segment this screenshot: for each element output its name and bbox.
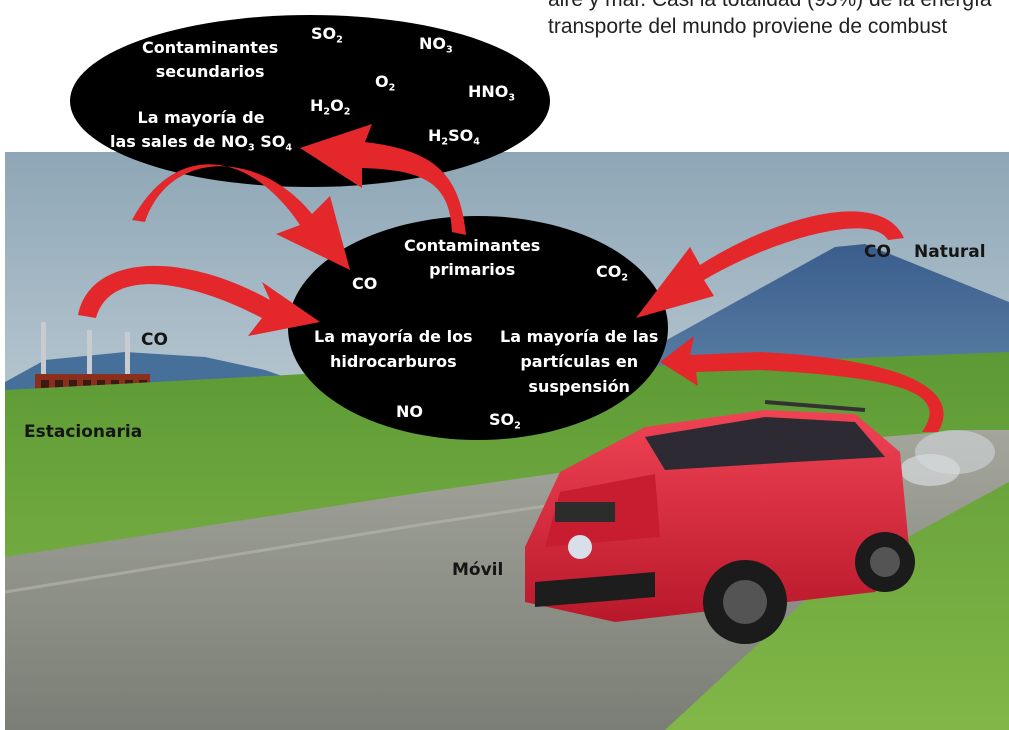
stationary-source-label: Estacionaria bbox=[24, 422, 143, 442]
primary-hydrocarbons-line-1: La mayoría de los bbox=[314, 327, 473, 346]
arrow-primary-to-secondary bbox=[300, 124, 466, 235]
primary-particles-line-3: suspensión bbox=[528, 377, 630, 396]
header-line-2: transporte del mundo proviene de combust bbox=[548, 15, 948, 38]
primary-particles-line-2: partículas en bbox=[520, 352, 639, 371]
natural-co-label: CO bbox=[864, 242, 891, 262]
stationary-co-label: CO bbox=[141, 330, 168, 350]
primary-particles-line-1: La mayoría de las bbox=[500, 327, 659, 346]
mobile-source-label: Móvil bbox=[452, 560, 504, 580]
primary-title: Contaminantes primarios bbox=[404, 234, 540, 282]
arrows bbox=[78, 124, 944, 432]
secondary-no3: NO3 bbox=[419, 34, 453, 56]
secondary-hno3: HNO3 bbox=[468, 82, 516, 104]
natural-source-label: Natural bbox=[914, 242, 986, 262]
primary-title-line-2: primarios bbox=[429, 260, 516, 279]
red-suv bbox=[525, 400, 915, 644]
header-line-1: aire y mar. Casi la totalidad (95%) de l… bbox=[548, 0, 1009, 13]
primary-hydrocarbons-line-2: hidrocarburos bbox=[329, 352, 457, 371]
arrow-stationary bbox=[78, 265, 320, 336]
secondary-title-line-1: Contaminantes bbox=[142, 38, 279, 57]
volcano bbox=[625, 244, 1009, 382]
primary-co2: CO2 bbox=[596, 262, 629, 284]
primary-so2: SO2 bbox=[489, 410, 521, 432]
primary-particles: La mayoría de las partículas en suspensi… bbox=[500, 324, 658, 399]
primary-title-line-1: Contaminantes bbox=[404, 236, 541, 255]
secondary-so2: SO2 bbox=[311, 24, 343, 46]
header-text: aire y mar. Casi la totalidad (95%) de l… bbox=[548, 0, 1009, 40]
primary-no: NO bbox=[396, 402, 423, 421]
primary-co: CO bbox=[352, 274, 378, 293]
arrow-mobile bbox=[660, 336, 944, 432]
primary-hydrocarbons: La mayoría de los hidrocarburos bbox=[314, 324, 473, 374]
secondary-h2so4: H2SO4 bbox=[428, 126, 480, 148]
secondary-title: Contaminantes secundarios bbox=[142, 36, 278, 84]
secondary-majority-line-1: La mayoría de bbox=[137, 108, 265, 127]
secondary-pollutants-cloud bbox=[70, 15, 550, 187]
secondary-o2: O2 bbox=[375, 72, 396, 94]
primary-pollutants-cloud bbox=[288, 216, 668, 440]
arrow-natural bbox=[636, 211, 904, 318]
secondary-majority-label: La mayoría de las sales de NO3 SO4 bbox=[110, 106, 292, 154]
arrow-secondary-to-primary bbox=[132, 164, 350, 270]
secondary-majority-line-2: las sales de NO3 SO4 bbox=[110, 132, 293, 154]
secondary-h2o2: H2O2 bbox=[310, 96, 351, 118]
secondary-title-line-2: secundarios bbox=[155, 62, 265, 81]
